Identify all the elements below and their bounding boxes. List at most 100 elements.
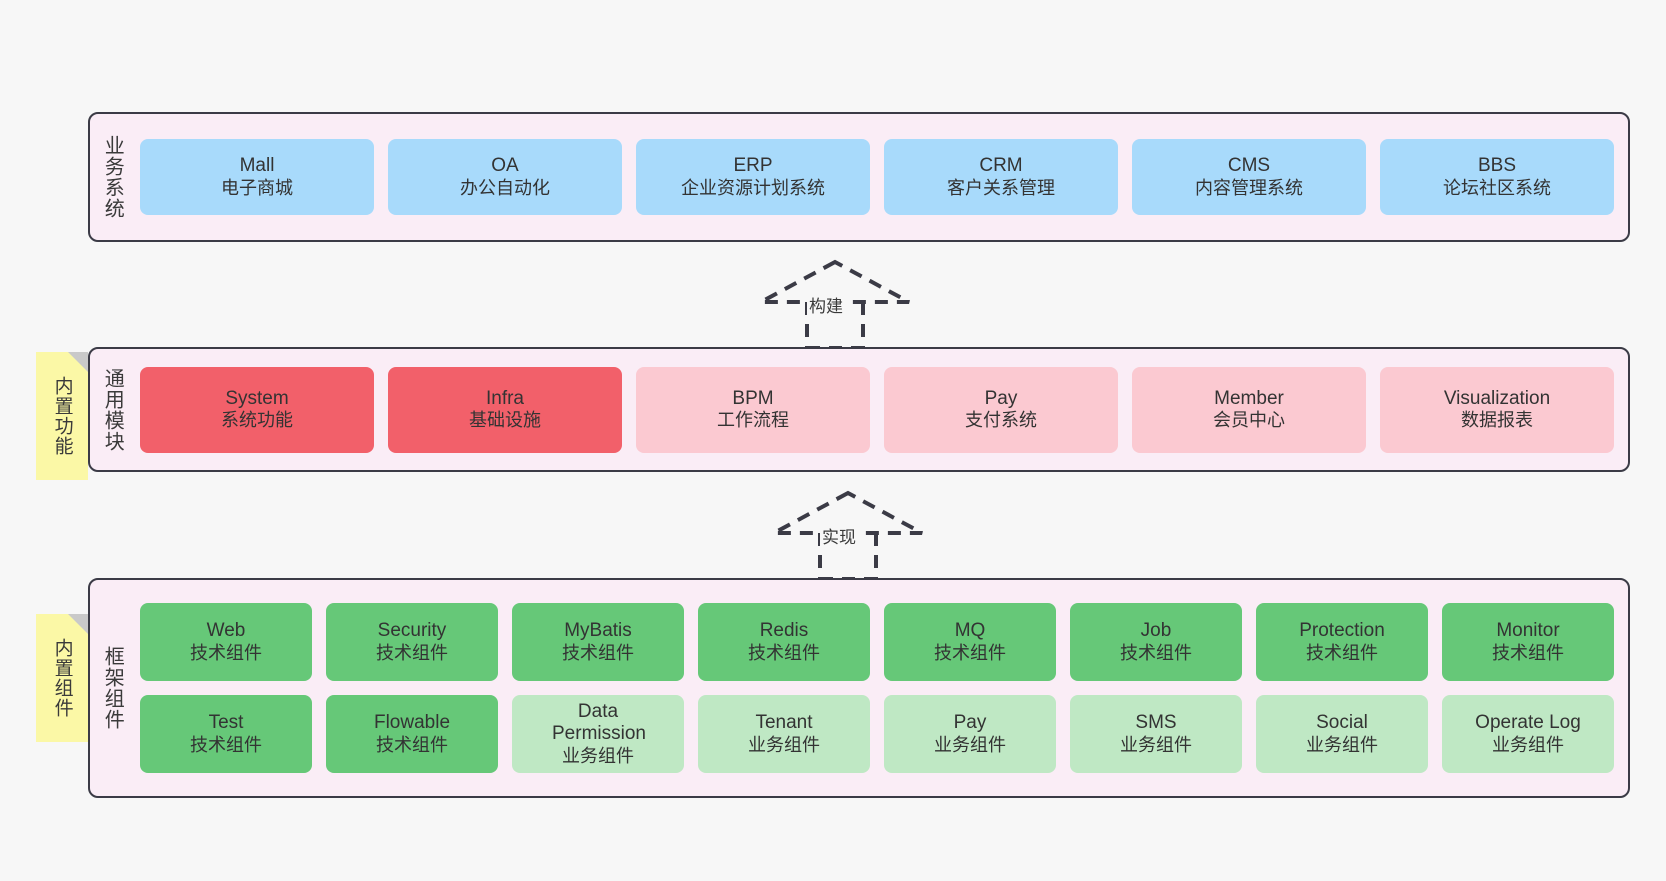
layer-body-common-module: System 系统功能 Infra 基础设施 BPM 工作流程 Pay 支付系统…	[134, 349, 1628, 470]
node-mybatis[interactable]: MyBatis 技术组件	[512, 603, 684, 681]
node-title: OA	[491, 155, 519, 177]
node-oa[interactable]: OA 办公自动化	[388, 139, 622, 215]
node-subtitle: 技术组件	[934, 642, 1006, 663]
node-subtitle: 技术组件	[1120, 642, 1192, 663]
node-title: Test	[208, 712, 244, 734]
node-pay-module[interactable]: Pay 支付系统	[884, 366, 1118, 453]
node-subtitle: 会员中心	[1213, 410, 1285, 431]
node-subtitle: 企业资源计划系统	[681, 177, 825, 198]
node-title: BBS	[1477, 155, 1517, 177]
node-title: MyBatis	[564, 620, 632, 642]
connector-implement-label: 实现	[820, 523, 858, 548]
node-flowable[interactable]: Flowable 技术组件	[326, 695, 498, 773]
connector-implement: 实现	[768, 489, 928, 581]
node-title: CMS	[1227, 155, 1271, 177]
node-bbs[interactable]: BBS 论坛社区系统	[1380, 139, 1614, 215]
node-system[interactable]: System 系统功能	[140, 366, 374, 453]
node-subtitle: 技术组件	[1492, 642, 1564, 663]
note-fold-icon	[68, 614, 88, 634]
node-subtitle: 技术组件	[748, 642, 820, 663]
note-label: 内置组件	[51, 638, 73, 718]
layer-body-framework-component: Web 技术组件 Security 技术组件 MyBatis 技术组件 Redi…	[134, 580, 1628, 796]
node-subtitle: 客户关系管理	[947, 177, 1055, 198]
node-mq[interactable]: MQ 技术组件	[884, 603, 1056, 681]
node-web[interactable]: Web 技术组件	[140, 603, 312, 681]
node-subtitle: 支付系统	[965, 410, 1037, 431]
node-monitor[interactable]: Monitor 技术组件	[1442, 603, 1614, 681]
node-bpm[interactable]: BPM 工作流程	[636, 366, 870, 453]
node-social[interactable]: Social 业务组件	[1256, 695, 1428, 773]
node-title: Member	[1214, 387, 1284, 409]
node-subtitle: 技术组件	[376, 734, 448, 755]
node-infra[interactable]: Infra 基础设施	[388, 366, 622, 453]
node-security[interactable]: Security 技术组件	[326, 603, 498, 681]
node-tenant[interactable]: Tenant 业务组件	[698, 695, 870, 773]
note-builtin-component: 内置组件	[36, 614, 88, 742]
node-subtitle: 技术组件	[562, 642, 634, 663]
node-title: Security	[377, 620, 447, 642]
node-data-permission[interactable]: Data Permission 业务组件	[512, 695, 684, 773]
node-title: Pay	[984, 387, 1018, 409]
note-builtin-function: 内置功能	[36, 352, 88, 480]
node-subtitle: 论坛社区系统	[1443, 177, 1551, 198]
node-title: Tenant	[755, 712, 813, 734]
node-subtitle: 办公自动化	[460, 177, 550, 198]
node-title: Social	[1316, 712, 1368, 734]
node-protection[interactable]: Protection 技术组件	[1256, 603, 1428, 681]
node-member[interactable]: Member 会员中心	[1132, 366, 1366, 453]
node-pay-component[interactable]: Pay 业务组件	[884, 695, 1056, 773]
node-title: Flowable	[373, 712, 451, 734]
node-crm[interactable]: CRM 客户关系管理	[884, 139, 1118, 215]
layer-title-common-module: 通用模块	[101, 367, 124, 452]
node-job[interactable]: Job 技术组件	[1070, 603, 1242, 681]
node-subtitle: 业务组件	[1120, 734, 1192, 755]
node-cms[interactable]: CMS 内容管理系统	[1132, 139, 1366, 215]
node-title: Infra	[485, 387, 525, 409]
note-label: 内置功能	[51, 376, 73, 456]
node-title: BPM	[732, 387, 774, 409]
node-subtitle: 技术组件	[376, 642, 448, 663]
node-redis[interactable]: Redis 技术组件	[698, 603, 870, 681]
node-operate-log[interactable]: Operate Log 业务组件	[1442, 695, 1614, 773]
node-subtitle: 内容管理系统	[1195, 177, 1303, 198]
layer-common-module: 通用模块 System 系统功能 Infra 基础设施 BPM 工作流程 Pay…	[88, 347, 1630, 472]
node-erp[interactable]: ERP 企业资源计划系统	[636, 139, 870, 215]
node-title: Operate Log	[1475, 712, 1581, 734]
layer-body-business-system: Mall 电子商城 OA 办公自动化 ERP 企业资源计划系统 CRM 客户关系…	[134, 114, 1628, 240]
node-subtitle: 业务组件	[1492, 734, 1564, 755]
node-subtitle: 工作流程	[717, 410, 789, 431]
node-title: Monitor	[1496, 620, 1560, 642]
connector-build: 构建	[755, 258, 915, 350]
node-subtitle: 技术组件	[190, 642, 262, 663]
layer-framework-component: 框架组件 Web 技术组件 Security 技术组件 MyBatis 技术组件…	[88, 578, 1630, 798]
node-subtitle: 业务组件	[1306, 734, 1378, 755]
node-title: Job	[1140, 620, 1172, 642]
node-subtitle: 电子商城	[221, 177, 293, 198]
node-subtitle: 业务组件	[748, 734, 820, 755]
layer-business-system: 业务系统 Mall 电子商城 OA 办公自动化 ERP 企业资源计划系统 CRM…	[88, 112, 1630, 242]
node-title: CRM	[979, 155, 1023, 177]
node-title: System	[225, 387, 289, 409]
node-title: Visualization	[1443, 387, 1551, 409]
node-subtitle: 基础设施	[469, 410, 541, 431]
node-title: MQ	[954, 620, 986, 642]
framework-row-business: Test 技术组件 Flowable 技术组件 Data Permission …	[140, 695, 1614, 773]
node-subtitle: 业务组件	[562, 745, 634, 766]
node-subtitle: 系统功能	[221, 410, 293, 431]
node-title: Redis	[759, 620, 809, 642]
node-title: Pay	[953, 712, 987, 734]
layer-title-business-system: 业务系统	[101, 135, 124, 219]
node-subtitle: 技术组件	[190, 734, 262, 755]
node-test[interactable]: Test 技术组件	[140, 695, 312, 773]
node-title: SMS	[1135, 712, 1177, 734]
framework-row-technical: Web 技术组件 Security 技术组件 MyBatis 技术组件 Redi…	[140, 603, 1614, 681]
node-visualization[interactable]: Visualization 数据报表	[1380, 366, 1614, 453]
node-title: Data Permission	[552, 700, 646, 745]
node-subtitle: 数据报表	[1461, 410, 1533, 431]
node-mall[interactable]: Mall 电子商城	[140, 139, 374, 215]
connector-build-label: 构建	[807, 292, 845, 317]
node-sms[interactable]: SMS 业务组件	[1070, 695, 1242, 773]
node-subtitle: 技术组件	[1306, 642, 1378, 663]
layer-title-framework-component: 框架组件	[101, 646, 124, 730]
